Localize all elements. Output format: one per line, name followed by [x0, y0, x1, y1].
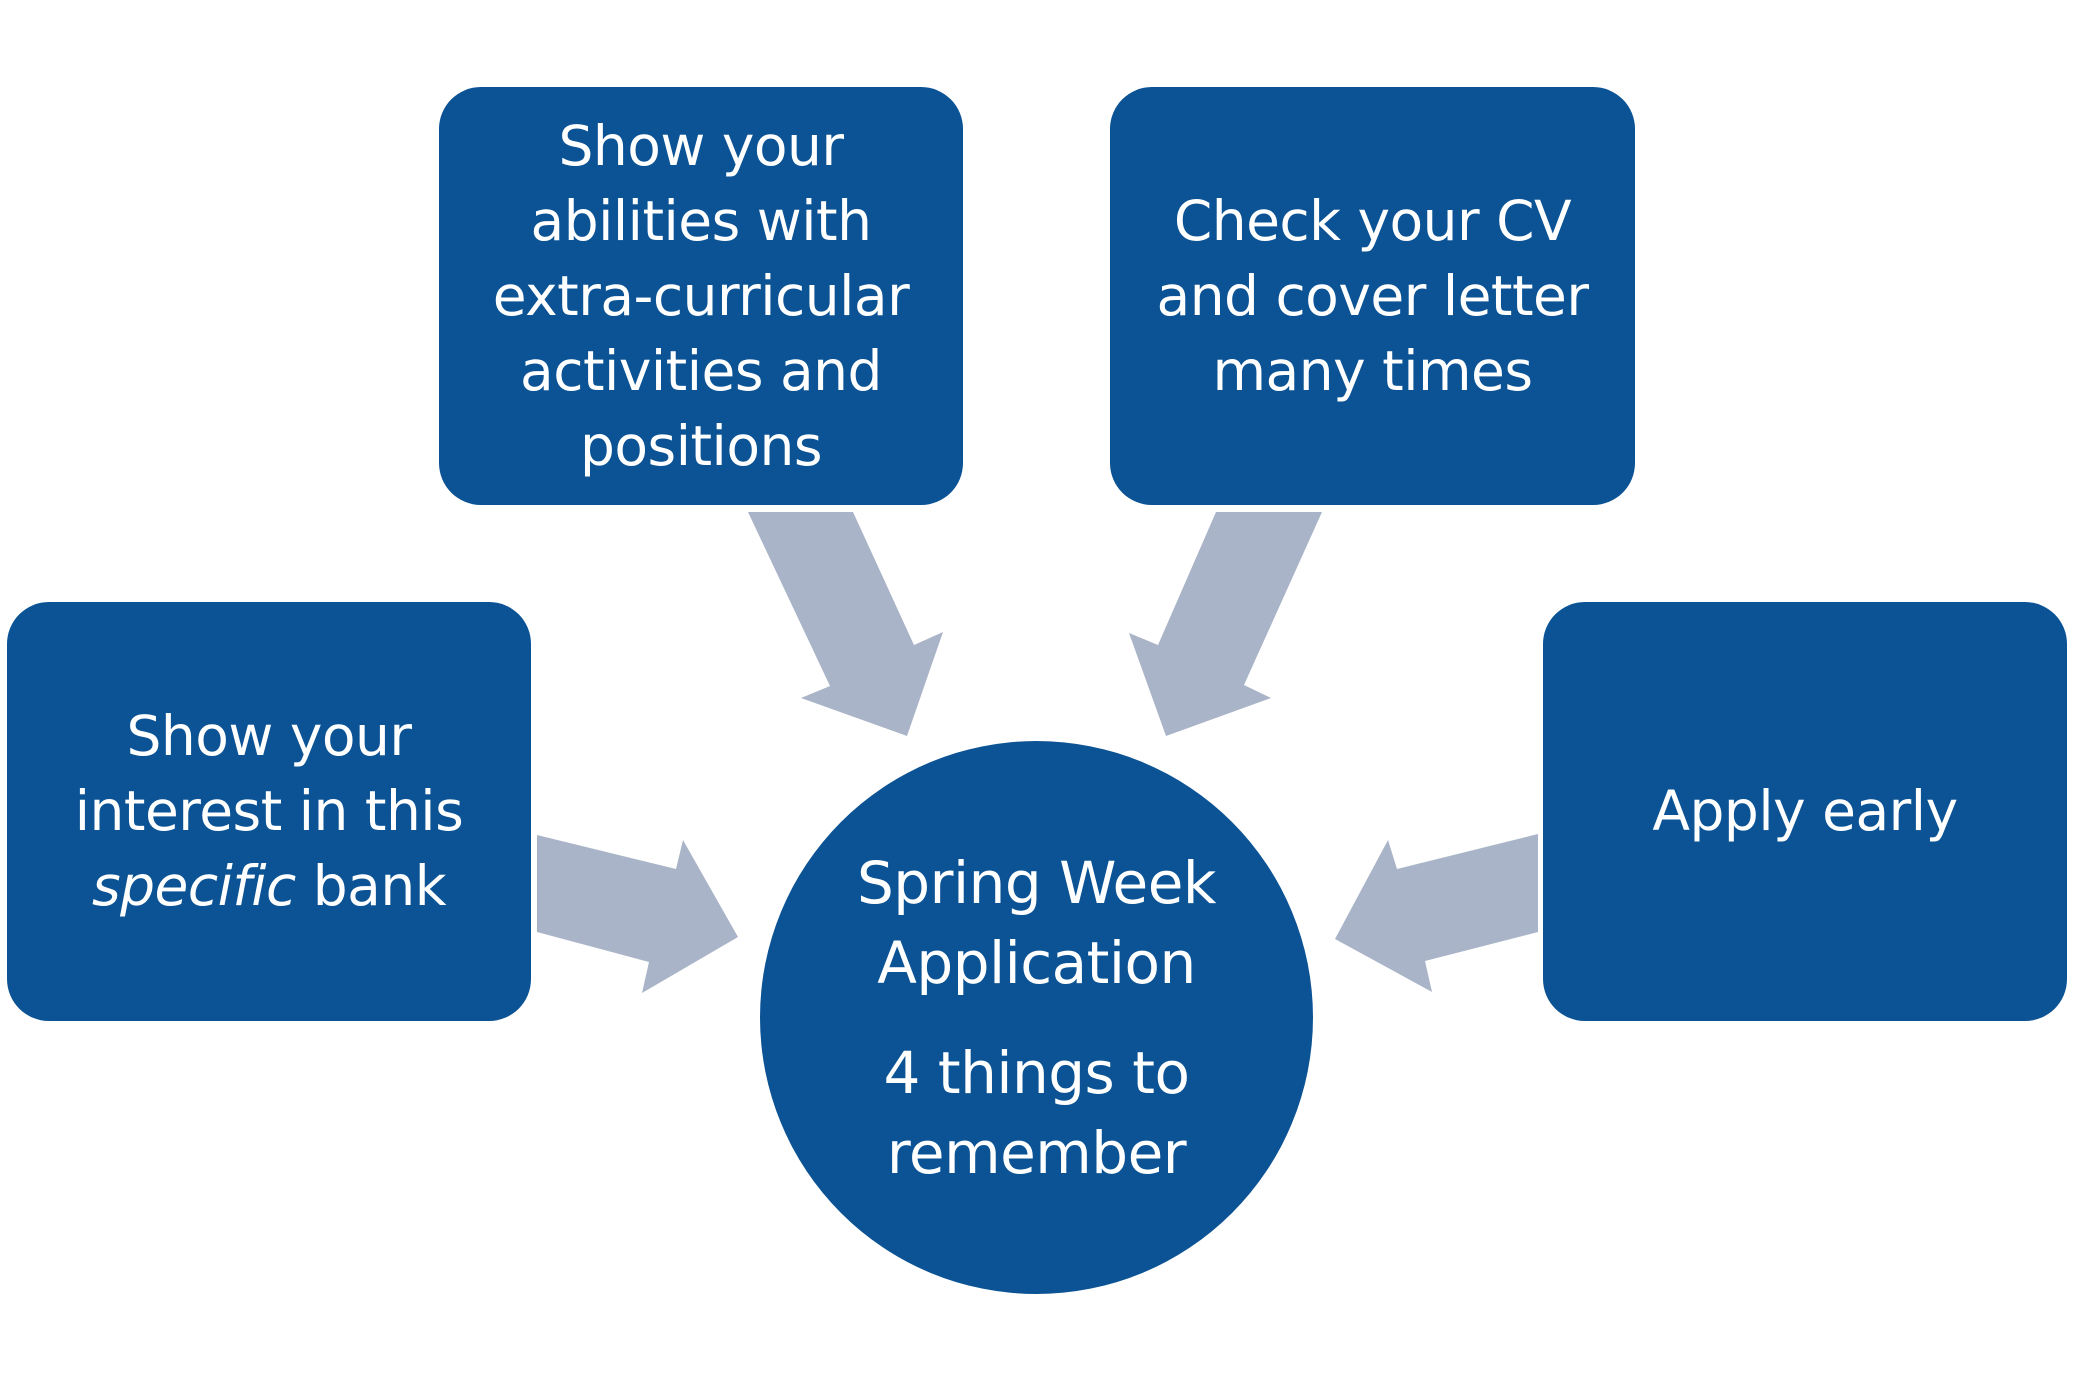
center-title-line: Spring Week	[856, 848, 1217, 917]
arrow-down-left-icon	[1129, 512, 1322, 736]
emphasis-text: specific	[91, 854, 296, 918]
node-show-interest: Show your interest in this specific bank	[7, 602, 531, 1021]
center-subtitle: 4 things to remember	[884, 1033, 1190, 1193]
center-title-line: Application	[877, 928, 1196, 997]
node-apply-early-text: Apply early	[1652, 774, 1958, 849]
node-text-line: many times	[1212, 338, 1533, 403]
center-subtitle-line: remember	[886, 1118, 1187, 1187]
node-text-line: positions	[579, 413, 823, 478]
node-text-line: extra-curricular	[492, 263, 910, 328]
node-text-line: interest in this	[74, 779, 464, 843]
node-text-fragment: bank	[295, 854, 447, 918]
arrow-left-icon	[1335, 834, 1538, 992]
node-check-cv-text: Check your CV and cover letter many time…	[1156, 184, 1589, 409]
node-text-line: Show your	[558, 113, 844, 178]
node-text-line: Apply early	[1652, 779, 1958, 843]
node-text-line: specific bank	[75, 849, 463, 924]
node-text-line: Check your CV	[1173, 188, 1572, 253]
arrow-right-icon	[537, 835, 738, 993]
node-show-abilities: Show your abilities with extra-curricula…	[439, 87, 963, 505]
node-text-line: activities and	[520, 338, 882, 403]
arrow-down-right-icon	[748, 512, 943, 736]
node-text-line: abilities with	[530, 188, 872, 253]
node-text-line: and cover letter	[1156, 263, 1589, 328]
node-show-interest-text: Show your interest in this specific bank	[74, 699, 464, 924]
node-check-cv: Check your CV and cover letter many time…	[1110, 87, 1635, 505]
center-subtitle-line: 4 things to	[883, 1038, 1190, 1107]
center-title: Spring Week Application	[856, 843, 1217, 1003]
node-apply-early: Apply early	[1543, 602, 2067, 1021]
center-node-spring-week: Spring Week Application 4 things to reme…	[760, 741, 1313, 1294]
node-show-abilities-text: Show your abilities with extra-curricula…	[492, 109, 910, 484]
node-text-line: Show your	[126, 704, 412, 768]
